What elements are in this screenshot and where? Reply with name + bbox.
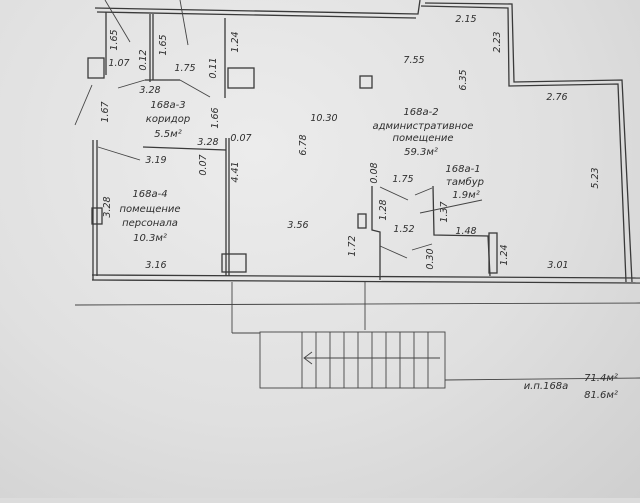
- room-name: тамбур: [446, 176, 484, 188]
- dimension: 1.66: [210, 107, 221, 128]
- dimension: 3.56: [287, 220, 308, 231]
- room-name: персонала: [122, 218, 178, 229]
- room-name: помещение: [392, 133, 453, 144]
- dimension: 5.23: [590, 167, 601, 188]
- dimension: 1.24: [230, 31, 241, 52]
- dimension: 3.28: [197, 137, 218, 148]
- dimension: 0.11: [208, 57, 219, 78]
- dimension: 1.65: [158, 34, 169, 55]
- room-168a-2-label: 168а-2 административное помещение 59.3м²: [373, 107, 474, 158]
- room-id: 168а-4: [132, 189, 167, 200]
- dimension: 6.35: [458, 69, 469, 90]
- room-area: 5.5м²: [154, 129, 181, 140]
- dimension: 1.67: [100, 101, 111, 122]
- dimension: 4.41: [230, 161, 241, 182]
- dimension: 1.75: [392, 174, 413, 185]
- room-area: 1.9м²: [452, 190, 479, 201]
- room-name: помещение: [119, 204, 180, 215]
- room-id: 168а-1: [445, 164, 480, 175]
- summary-area-1: 71.4м²: [584, 373, 618, 384]
- dimension: 0.07: [230, 133, 251, 144]
- dimension: 0.08: [369, 162, 380, 183]
- dimension: 3.16: [145, 260, 166, 271]
- dimension: 1.48: [455, 226, 476, 237]
- door-swings: [74, 0, 483, 259]
- dimension: 1.28: [378, 199, 389, 220]
- dimension: 7.55: [403, 55, 424, 66]
- summary-area-2: 81.6м²: [584, 390, 618, 401]
- room-area: 59.3м²: [404, 147, 438, 158]
- dimension: 3.19: [145, 155, 166, 166]
- room-168a-4-label: 168а-4 помещение персонала 10.3м²: [119, 189, 180, 244]
- dimension: 1.52: [393, 224, 414, 235]
- room-name: административное: [373, 121, 474, 132]
- dimension: 1.37: [439, 201, 450, 222]
- dimension: 0.12: [138, 49, 149, 70]
- dimension-labels: 1.65 1.65 1.24 1.07 0.12 1.75 0.11 3.28 …: [100, 14, 601, 271]
- dimension: 2.15: [455, 14, 476, 25]
- room-id: 168а-2: [403, 107, 438, 118]
- summary-label: и.п.168а: [524, 381, 569, 392]
- dimension: 0.07: [198, 154, 209, 175]
- room-name: коридор: [146, 114, 190, 125]
- walls: [87, 0, 640, 284]
- stairs: [74, 282, 640, 389]
- dimension: 2.76: [546, 92, 567, 103]
- dimension: 3.01: [547, 260, 568, 271]
- dimension: 1.65: [109, 29, 120, 50]
- dimension: 1.24: [499, 244, 510, 265]
- dimension: 3.28: [139, 85, 160, 96]
- dimension: 3.28: [102, 196, 113, 217]
- dimension: 1.72: [347, 235, 358, 256]
- room-id: 168а-3: [150, 100, 185, 111]
- dimension: 10.30: [310, 113, 337, 124]
- dimension: 2.23: [492, 31, 503, 52]
- dimension: 1.07: [108, 58, 129, 69]
- dimension: 6.78: [298, 134, 309, 155]
- dimension: 0.30: [425, 248, 436, 269]
- area-summary: и.п.168а 71.4м² 81.6м²: [524, 373, 618, 401]
- dimension: 1.75: [174, 63, 195, 74]
- room-168a-1-label: 168а-1 тамбур 1.9м²: [445, 164, 484, 201]
- room-168a-3-label: 168а-3 коридор 5.5м²: [146, 100, 190, 140]
- room-area: 10.3м²: [133, 233, 167, 244]
